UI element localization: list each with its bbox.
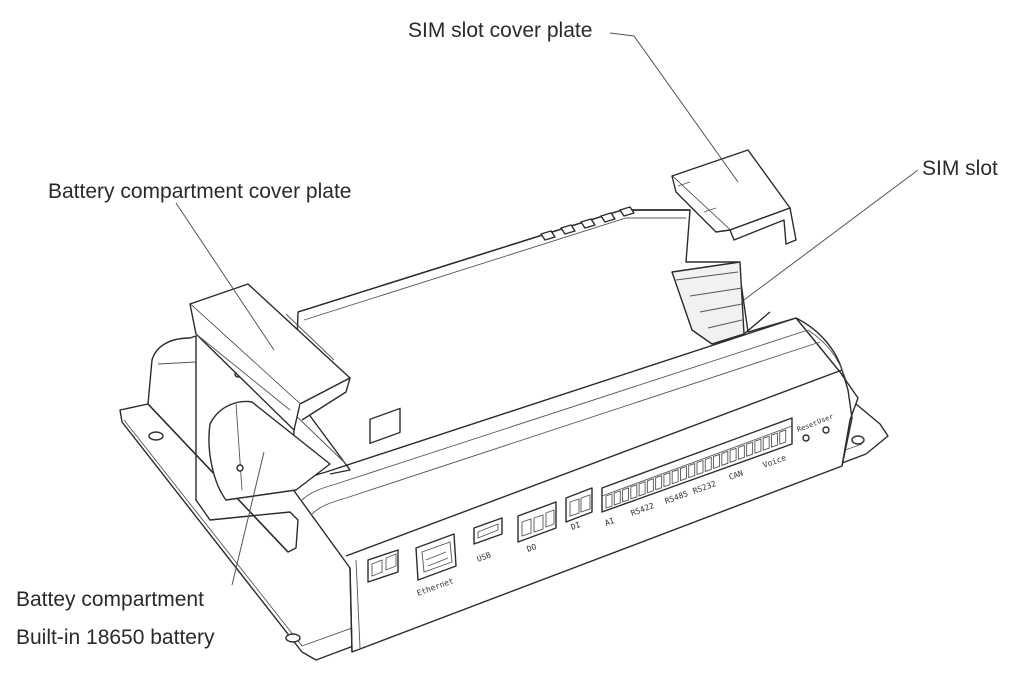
terminal-pin — [630, 484, 638, 500]
usb-port — [473, 517, 503, 545]
battery-compartment — [147, 335, 351, 553]
power-terminal — [369, 407, 401, 445]
terminal-pin — [605, 493, 613, 509]
callout-battery-cover: Battery compartment cover plate — [48, 180, 352, 203]
terminal-pin — [663, 472, 671, 488]
label-ai: AI — [604, 516, 616, 528]
terminal-pin — [762, 435, 770, 451]
terminal-pin — [779, 429, 787, 445]
led-slots — [540, 206, 635, 241]
terminal-pin — [655, 475, 663, 491]
terminal-pin — [704, 456, 712, 473]
front-panel — [367, 407, 830, 583]
leader-sim-slot — [743, 169, 919, 301]
terminal-pin — [729, 447, 737, 463]
callout-battery-compartment: Battey compartment — [16, 588, 204, 611]
terminal-pin — [613, 490, 621, 506]
terminal-pin — [638, 481, 646, 497]
terminal-pin — [737, 444, 745, 460]
terminal-pin — [771, 432, 778, 448]
label-di: DI — [570, 520, 582, 532]
leader-battery-compartment — [231, 451, 265, 586]
terminal-pin — [646, 478, 654, 494]
callout-sim-slot: SIM slot — [922, 157, 998, 180]
terminal-pin — [721, 450, 729, 466]
terminal-pin — [622, 487, 629, 503]
ethernet-port — [415, 533, 457, 581]
label-do: DO — [526, 542, 538, 554]
terminal-pin — [688, 462, 696, 479]
sim-slot-area — [671, 261, 771, 345]
terminal-pin — [754, 438, 762, 454]
sim-cover-plate — [671, 149, 797, 245]
callout-battery-type: Built-in 18650 battery — [16, 626, 215, 649]
reset-button — [802, 434, 810, 442]
terminal-pin — [680, 465, 687, 482]
callout-sim-cover: SIM slot cover plate — [408, 19, 593, 42]
do-terminal — [517, 501, 557, 543]
terminal-pin — [671, 469, 679, 485]
terminal-pin — [696, 459, 704, 476]
leader-battery-cover — [175, 202, 275, 351]
terminal-pin — [746, 441, 754, 457]
user-button — [822, 426, 830, 434]
leader-sim-cover — [609, 32, 739, 183]
terminal-pin — [713, 453, 720, 470]
leader-lines — [175, 32, 919, 586]
